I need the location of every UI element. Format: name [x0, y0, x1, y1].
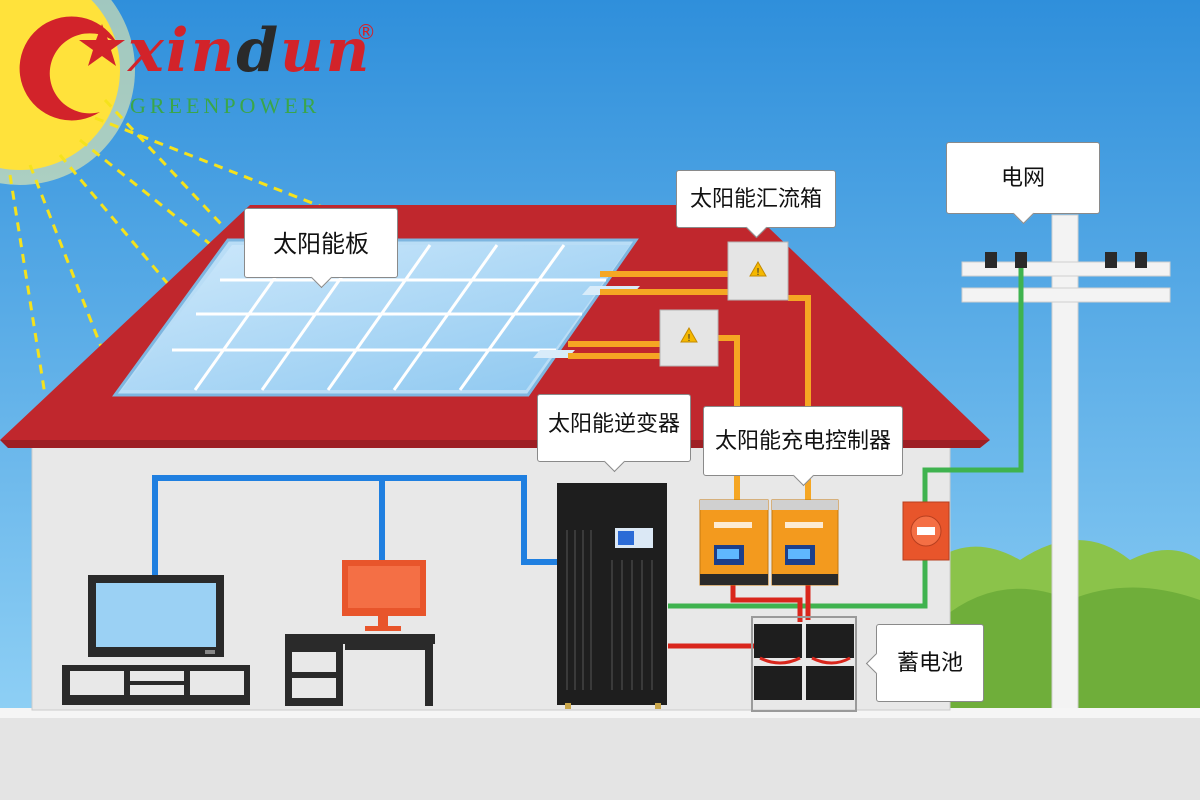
brand-prefix: xin: [128, 16, 237, 86]
charge-controller-label: 太阳能充电控制器: [703, 406, 903, 476]
tv-icon: [88, 575, 224, 657]
brand-name: xindun: [128, 18, 371, 84]
battery-bank: [751, 616, 857, 712]
brand-highlight: d: [236, 16, 281, 86]
monitor-icon: [342, 560, 426, 631]
battery-wiring: [668, 585, 811, 649]
registered-mark: ®: [356, 20, 376, 44]
utility-pole: [961, 214, 1171, 721]
grid-label: 电网: [946, 142, 1100, 214]
brand-suffix: un: [280, 16, 372, 86]
grid-wiring: [668, 268, 1024, 609]
svg-text:!: !: [756, 267, 760, 278]
house-ac-wiring: [152, 475, 560, 575]
warning-icon: !: [749, 260, 767, 278]
desk: [285, 634, 435, 706]
combiner-box-label: 太阳能汇流箱: [676, 170, 836, 228]
solar-panel: [112, 238, 640, 397]
warning-icon: !: [680, 326, 698, 344]
combiner-box-upper: !: [727, 241, 789, 301]
tv-cabinet: [62, 665, 250, 705]
star-icon: [79, 24, 125, 66]
charge-controller-left: [699, 499, 769, 586]
electric-meter: [902, 501, 950, 561]
xindun-logo-mark: [19, 16, 125, 121]
inverter-label: 太阳能逆变器: [537, 394, 691, 462]
solar-inverter: [557, 483, 667, 709]
solar-panel-label: 太阳能板: [244, 208, 398, 278]
brand-tagline: GREENPOWER: [130, 93, 321, 118]
charge-controller-right: [771, 499, 839, 586]
battery-label: 蓄电池: [876, 624, 984, 702]
combiner-box-lower: !: [659, 309, 719, 367]
svg-text:!: !: [687, 333, 691, 344]
ground: [0, 708, 1200, 800]
